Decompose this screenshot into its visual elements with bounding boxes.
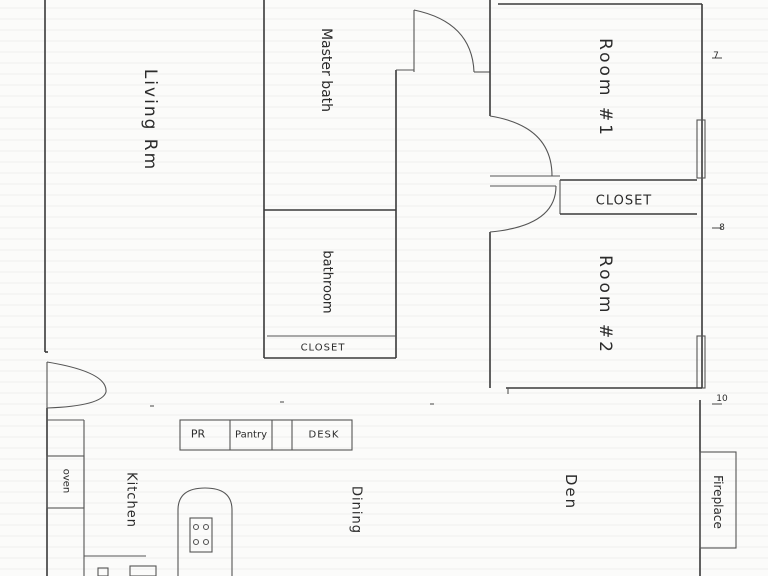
kitchen-fixture-a — [97, 567, 109, 576]
label-living-rm: Living Rm — [140, 68, 160, 172]
label-master-bath: Master bath — [318, 27, 334, 113]
margin-mark-1: 7 — [713, 51, 719, 61]
room1-window — [696, 119, 706, 179]
fireplace-box — [699, 451, 737, 549]
margin-mark-3: 10 — [716, 394, 728, 404]
burner-1-icon — [192, 523, 200, 531]
label-desk: DESK — [308, 429, 340, 441]
kitchen-island — [177, 487, 233, 576]
burner-3-icon — [192, 538, 200, 546]
label-pr: PR — [190, 427, 206, 441]
oven-box — [46, 455, 85, 509]
burner-2-icon — [202, 523, 210, 531]
entry-door-swing — [46, 361, 107, 409]
master-bath-door-swing — [413, 9, 475, 73]
label-bathroom: bathroom — [319, 250, 335, 314]
label-room-1: Room #1 — [595, 38, 615, 138]
label-kitchen: Kitchen — [123, 472, 139, 528]
pantry-counter — [179, 419, 353, 451]
label-den: Den — [562, 473, 580, 511]
kitchen-fixture-b — [129, 565, 157, 576]
paper-grid — [0, 7, 768, 570]
margin-mark-2: 8 — [719, 223, 725, 233]
room2-window — [696, 335, 706, 389]
label-room-2: Room #2 — [595, 255, 615, 355]
label-dining: Dining — [348, 486, 364, 534]
burner-4-icon — [202, 538, 210, 546]
room2-door-swing — [489, 185, 557, 233]
cooktop — [189, 517, 213, 553]
label-closet-bath: CLOSET — [300, 342, 346, 354]
room1-door-swing — [489, 115, 553, 177]
label-oven: oven — [60, 468, 72, 494]
label-pantry: Pantry — [235, 429, 267, 441]
label-closet-rooms: CLOSET — [595, 193, 653, 209]
label-fireplace: Fireplace — [711, 475, 725, 529]
